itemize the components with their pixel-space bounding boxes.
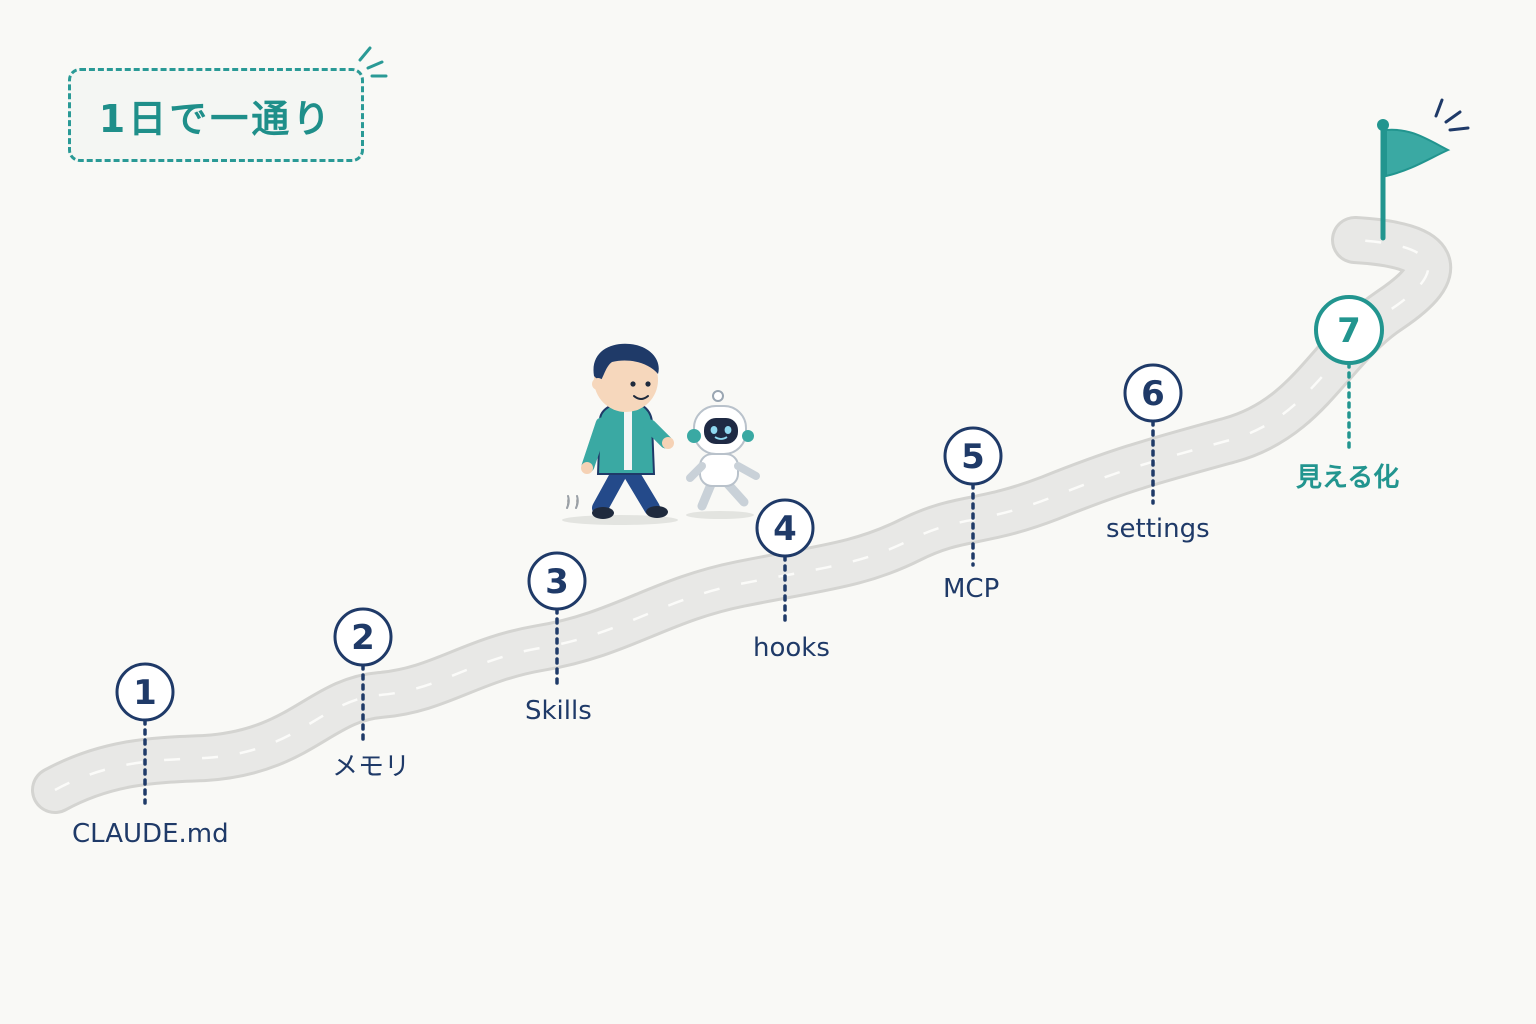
milestone-label: MCP bbox=[943, 574, 999, 604]
milestone-label: メモリ bbox=[332, 752, 410, 782]
milestone-7: 7 見える化 bbox=[1296, 295, 1399, 493]
milestone-6: 6 settings bbox=[1106, 363, 1210, 544]
milestone-label: settings bbox=[1106, 514, 1210, 544]
milestone-circle bbox=[333, 607, 393, 667]
milestone-label: CLAUDE.md bbox=[72, 819, 229, 849]
duration-badge-label: 1日で一通り bbox=[98, 96, 334, 141]
milestone-number: 7 bbox=[1337, 311, 1361, 351]
milestone-number: 6 bbox=[1141, 374, 1165, 414]
milestone-label: Skills bbox=[525, 696, 592, 726]
milestone-label: 見える化 bbox=[1296, 463, 1399, 493]
milestone-2: 2 メモリ bbox=[332, 607, 410, 782]
goal-flag-icon bbox=[1377, 98, 1470, 241]
milestone-number: 4 bbox=[773, 509, 797, 549]
milestone-circle bbox=[527, 551, 587, 611]
badge-sparkle-icon bbox=[358, 46, 388, 78]
milestone-number: 1 bbox=[133, 673, 157, 713]
milestone-number: 3 bbox=[545, 562, 569, 602]
robot-companion-icon bbox=[686, 390, 760, 519]
milestone-circle bbox=[1314, 295, 1384, 365]
milestone-number: 5 bbox=[961, 437, 985, 477]
milestone-circle bbox=[943, 426, 1003, 486]
winding-road bbox=[31, 216, 1452, 814]
walking-person-icon bbox=[562, 343, 678, 525]
duration-badge: 1日で一通り bbox=[68, 68, 364, 162]
milestone-circle bbox=[1123, 363, 1183, 423]
milestone-label: hooks bbox=[753, 633, 830, 663]
milestone-circle bbox=[115, 662, 175, 722]
milestone-4: 4 hooks bbox=[753, 498, 830, 663]
milestone-circle bbox=[755, 498, 815, 558]
milestone-number: 2 bbox=[351, 618, 375, 658]
